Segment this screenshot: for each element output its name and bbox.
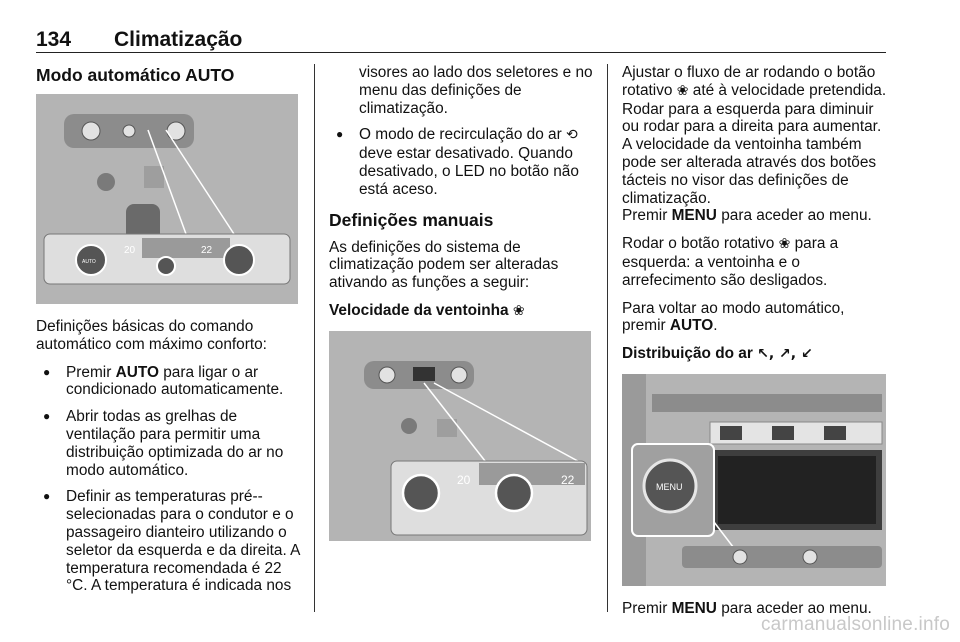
fan-adjust-text: Ajustar o fluxo de ar rodando o botão ro… xyxy=(622,64,887,225)
left-temp-readout: 20 xyxy=(457,473,471,487)
watermark: carmanualsonline.info xyxy=(760,614,950,635)
fan-speed-photo: 20 22 xyxy=(329,330,591,541)
fan-speed-heading: Velocidade da ventoinha ❀ xyxy=(329,301,525,319)
intro-text: Definições básicas do comando automático… xyxy=(36,318,267,353)
page-number: 134 xyxy=(36,28,72,51)
menu-access-text: Premir MENU para aceder ao menu. xyxy=(622,599,872,617)
list-item: O modo de recirculação do ar ⟲ deve esta… xyxy=(329,126,595,198)
column-divider xyxy=(607,64,608,612)
fan-off-text: Rodar o botão rotativo ❀ para a esquerda… xyxy=(622,235,839,289)
air-distribution-heading: Distribuição do ar ↖, ↗, ↙ xyxy=(622,345,813,363)
left-temp-readout: 20 xyxy=(124,245,136,256)
fan-icon: ❀ xyxy=(778,236,791,253)
auto-mode-photo: 20 22 AUTO xyxy=(36,94,298,304)
return-auto-text: Para voltar ao modo automático, premir A… xyxy=(622,299,845,335)
continued-list: visores ao lado dos seletores e no menu … xyxy=(329,64,595,199)
column-1: Modo automático AUTO 20 22 AUTO Definiçõ… xyxy=(36,64,300,605)
column-3: Ajustar o fluxo de ar rodando o botão ro… xyxy=(622,64,888,628)
fan-icon: ❀ xyxy=(676,82,689,99)
menu-knob-label: MENU xyxy=(656,482,683,492)
auto-steps-list: Premir AUTO para ligar o ar condicionado… xyxy=(36,364,300,596)
section-heading-auto: Modo automático AUTO xyxy=(36,65,235,85)
page-title: Climatização xyxy=(114,28,243,51)
column-divider xyxy=(314,64,315,612)
recirculation-icon: ⟲ xyxy=(566,127,578,144)
list-item-continuation: visores ao lado dos seletores e no menu … xyxy=(359,64,593,117)
list-item: Premir AUTO para ligar o ar condicionado… xyxy=(36,364,300,400)
right-temp-readout: 22 xyxy=(201,245,213,256)
air-distribution-photo: MENU xyxy=(622,373,886,586)
right-temp-readout: 22 xyxy=(561,473,575,487)
fan-icon: ❀ xyxy=(512,302,525,319)
manual-intro-text: As definições do sistema de climatização… xyxy=(329,238,559,292)
column-2: visores ao lado dos seletores e no menu … xyxy=(329,64,595,555)
list-item: Abrir todas as grelhas de ventilação par… xyxy=(36,408,300,479)
air-distribution-icons: ↖, ↗, ↙ xyxy=(757,346,813,363)
page-header: 134 Climatização xyxy=(36,18,886,53)
list-item: Definir as temperaturas pré--selecionada… xyxy=(36,488,300,595)
section-heading-manual: Definições manuais xyxy=(329,209,494,230)
auto-knob-label: AUTO xyxy=(82,259,96,265)
